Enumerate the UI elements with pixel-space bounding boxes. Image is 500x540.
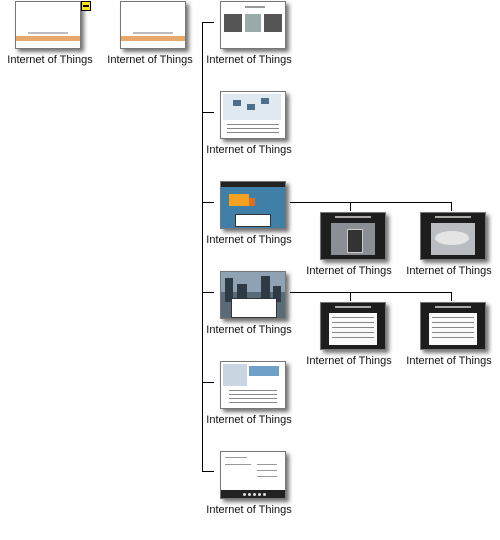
thumb-footer-dot: [243, 493, 246, 496]
page-thumbnail[interactable]: [220, 181, 286, 229]
thumb-text-line: [229, 390, 277, 391]
thumb-phone: [347, 229, 363, 253]
thumb-title-line: [435, 216, 471, 218]
thumb-text-line: [133, 32, 173, 34]
thumb-text-line: [257, 476, 277, 477]
page-thumbnail[interactable]: [220, 451, 286, 499]
thumb-text-line: [432, 327, 474, 328]
connector-child4a-drop: [350, 292, 351, 301]
thumb-title-line: [435, 306, 471, 308]
thumb-image-block: [245, 14, 261, 32]
node-label[interactable]: Internet of Things: [306, 265, 392, 277]
page-thumbnail[interactable]: [320, 302, 386, 350]
page-thumbnail[interactable]: [320, 212, 386, 260]
thumb-text-line: [432, 322, 474, 323]
thumb-building: [225, 278, 233, 302]
thumb-blue-panel: [249, 366, 279, 376]
collapse-minus-icon[interactable]: [81, 1, 91, 11]
node-label[interactable]: Internet of Things: [7, 54, 93, 66]
connector-child3a-drop: [350, 202, 351, 211]
connector-child1: [202, 22, 214, 23]
node-label[interactable]: Internet of Things: [406, 355, 492, 367]
thumb-article-text: [329, 313, 377, 345]
node-label[interactable]: Internet of Things: [206, 144, 292, 156]
node-label[interactable]: Internet of Things: [306, 355, 392, 367]
thumb-text-line: [229, 394, 277, 395]
node-label[interactable]: Internet of Things: [406, 265, 492, 277]
thumb-building: [261, 276, 270, 302]
page-thumbnail[interactable]: [220, 91, 286, 139]
connector-child5: [202, 382, 214, 383]
thumb-caption-card: [231, 298, 277, 318]
thumb-device-block: [233, 100, 241, 106]
thumb-truck-cab: [249, 198, 255, 206]
thumb-text-line: [225, 457, 247, 458]
thumb-title-line: [335, 216, 371, 218]
node-label[interactable]: Internet of Things: [206, 324, 292, 336]
thumb-text-line: [227, 124, 279, 125]
thumb-text-line: [332, 322, 374, 323]
thumb-text-line: [432, 317, 474, 318]
connector-child4b-drop: [451, 292, 452, 301]
thumb-text-line: [332, 332, 374, 333]
page-thumbnail[interactable]: [220, 361, 286, 409]
thumb-text-line: [227, 132, 279, 133]
thumb-caption-card: [235, 214, 271, 227]
thumb-image-block: [224, 14, 242, 32]
page-thumbnail[interactable]: [420, 212, 486, 260]
connector-child4-branch: [290, 292, 452, 293]
thumb-text-line: [332, 327, 374, 328]
page-thumbnail[interactable]: [120, 1, 186, 49]
thumb-device-block: [261, 98, 269, 104]
thumb-article-text: [429, 313, 477, 345]
page-thumbnail[interactable]: [15, 1, 81, 49]
thumb-building: [237, 284, 247, 302]
thumb-title-line: [335, 306, 371, 308]
thumb-text-line: [28, 32, 68, 34]
node-label[interactable]: Internet of Things: [206, 54, 292, 66]
thumb-text-line: [229, 398, 277, 399]
thumb-text-line: [332, 317, 374, 318]
thumb-image-block: [264, 14, 282, 32]
thumb-building: [273, 286, 281, 302]
connector-child6: [202, 471, 214, 472]
thumb-footer-dot: [248, 493, 251, 496]
connector-child4: [202, 292, 214, 293]
node-label[interactable]: Internet of Things: [206, 234, 292, 246]
connector-child3: [202, 202, 214, 203]
node-label[interactable]: Internet of Things: [206, 414, 292, 426]
thumb-text-line: [229, 402, 277, 403]
thumb-text-line: [225, 464, 251, 465]
connector-child3b-drop: [451, 202, 452, 211]
thumb-text-line: [332, 337, 374, 338]
page-thumbnail[interactable]: [420, 302, 486, 350]
thumb-text-line: [432, 337, 474, 338]
page-thumbnail[interactable]: [220, 1, 286, 49]
node-label[interactable]: Internet of Things: [107, 54, 193, 66]
thumb-text-line: [257, 470, 277, 471]
connector-child2: [202, 112, 214, 113]
page-thumbnail[interactable]: [220, 271, 286, 319]
thumb-orange-band: [16, 36, 80, 41]
connector-child3-branch: [290, 202, 452, 203]
thumb-orange-band: [121, 36, 185, 41]
thumb-device-block: [247, 104, 255, 110]
node-label[interactable]: Internet of Things: [206, 504, 292, 516]
thumb-footer-dot: [253, 493, 256, 496]
thumb-footer-dot: [258, 493, 261, 496]
thumb-footer-dot: [263, 493, 266, 496]
thumb-mouse: [435, 231, 469, 245]
tree-trunk-line: [202, 22, 203, 471]
thumb-truck-body: [229, 194, 249, 206]
thumb-text-line: [227, 128, 279, 129]
thumb-text-line: [432, 332, 474, 333]
thumb-photo: [223, 364, 247, 386]
thumb-nav-bar: [221, 182, 285, 187]
thumb-title-line: [245, 6, 265, 8]
thumb-text-line: [257, 464, 277, 465]
